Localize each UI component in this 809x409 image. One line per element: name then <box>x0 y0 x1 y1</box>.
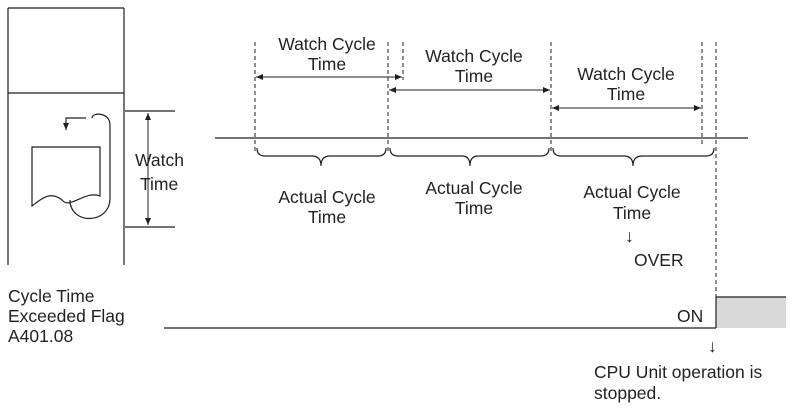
watch-cycle-time-1a: Watch Cycle <box>278 34 376 54</box>
over-arrow: ↓ <box>625 226 634 246</box>
actual-cycle-time-3b: Time <box>613 203 651 223</box>
flag-label-2: Exceeded Flag <box>8 306 125 326</box>
actual-cycle-time-3a: Actual Cycle <box>583 182 680 202</box>
watch-cycle-time-1b: Time <box>308 54 346 74</box>
on-label: ON <box>677 306 703 326</box>
watch-cycle-time-3b: Time <box>607 84 645 104</box>
watch-cycle-arrows <box>256 74 701 111</box>
cpu-stop-label-1: CPU Unit operation is <box>594 362 763 382</box>
actual-cycle-time-1a: Actual Cycle <box>278 187 375 207</box>
flag-on-region <box>716 297 786 328</box>
actual-cycle-time-2a: Actual Cycle <box>425 178 522 198</box>
watch-cycle-time-2b: Time <box>455 66 493 86</box>
program-loop-icon <box>31 113 111 220</box>
flag-signal <box>164 296 786 329</box>
actual-cycle-braces <box>256 147 715 167</box>
cpu-stop-label-2: stopped. <box>594 383 661 403</box>
watch-time-label-2: Time <box>140 174 178 194</box>
cycle-boundaries <box>254 42 717 298</box>
actual-cycle-time-1b: Time <box>308 207 346 227</box>
cpu-unit-outline <box>7 7 125 265</box>
flag-label-1: Cycle Time <box>8 286 95 306</box>
watch-cycle-time-2a: Watch Cycle <box>425 46 523 66</box>
flag-label-3: A401.08 <box>8 326 73 346</box>
watch-time-label-1: Watch <box>135 150 184 170</box>
actual-cycle-time-2b: Time <box>455 198 493 218</box>
over-label: OVER <box>634 250 684 270</box>
watch-time-dimension <box>125 110 175 228</box>
watch-cycle-time-3a: Watch Cycle <box>577 64 675 84</box>
cpu-stop-arrow: ↓ <box>708 336 717 356</box>
